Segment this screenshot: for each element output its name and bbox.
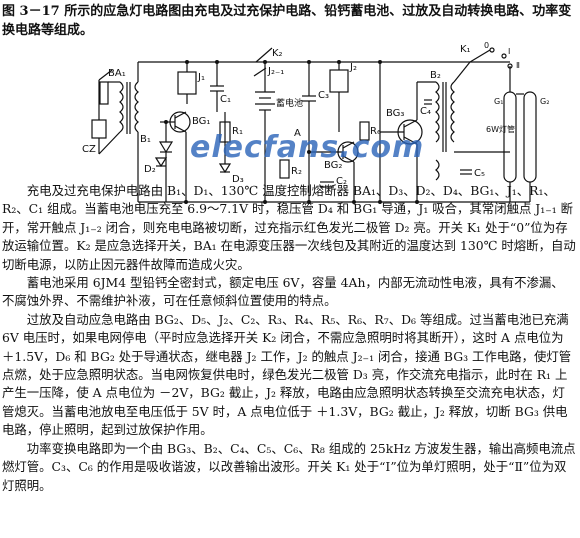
label-j2-1: J₂₋₁ (267, 66, 284, 77)
label-k1-pos1: Ⅰ (508, 47, 510, 56)
label-c1: C₁ (220, 94, 231, 105)
label-g2: G₂ (540, 97, 549, 106)
relay-contact-j2-1 (253, 67, 267, 77)
label-g1: G₁ (494, 97, 503, 106)
label-k1-pos2: Ⅱ (516, 61, 520, 70)
label-c5: C₅ (474, 168, 485, 179)
label-j1: J₁ (197, 72, 205, 83)
label-a-point: A (294, 128, 301, 139)
label-k1-pos0: 0 (484, 42, 489, 50)
paragraph-charging: 充电及过充电保护电路由 B₁、D₁、130℃ 温度控制熔断器 BA₁、D₃、D₂… (2, 183, 576, 272)
label-k2: K₂ (272, 48, 283, 59)
label-d2: D₂ (144, 164, 156, 175)
label-j2: J₂ (349, 62, 357, 73)
label-cz: CZ (82, 144, 96, 155)
label-c3: C₃ (318, 90, 329, 101)
body-text: 充电及过充电保护电路由 B₁、D₁、130℃ 温度控制熔断器 BA₁、D₃、D₂… (2, 182, 576, 495)
led-d3-symbol (218, 163, 232, 174)
switch-k1-symbol (469, 49, 491, 63)
circuit-diagram: BA₁ CZ B₁ J₁ R₁ C₁ BG₁ D₂ D₃ K₂ J₂₋₁ 蓄电池… (82, 42, 549, 204)
led-d2-symbol (154, 157, 168, 168)
label-r2: R₂ (291, 166, 302, 177)
label-battery: 蓄电池 (276, 97, 303, 109)
paragraph-power-conversion: 功率变换电路即为一个由 BG₃、B₂、C₄、C₅、C₆、R₈ 组成的 25kHz… (2, 440, 576, 493)
paragraph-overdischarge: 过放及自动应急电路由 BG₂、D₅、J₂、C₂、R₃、R₄、R₅、R₆、R₇、D… (2, 311, 572, 438)
label-bg2: BG₂ (324, 160, 342, 171)
label-lamp: 6W灯管 (486, 124, 515, 134)
resistor-r1-symbol (219, 121, 231, 143)
lamp-tube-g2 (523, 91, 537, 183)
resistor-r2-symbol (279, 159, 290, 179)
plug-cz-symbol (91, 119, 107, 139)
switch-k2-symbol (255, 47, 273, 63)
transformer-b2-secondary (450, 81, 455, 143)
watermark-logo: elecfans.com (190, 130, 425, 165)
zener-d4-symbol (158, 141, 174, 154)
label-c4: C₄ (420, 106, 431, 117)
paragraph-battery: 蓄电池采用 6JM4 型铅钙全密封式，额定电压 6V，容量 4Ah，内部无流动性… (2, 275, 564, 309)
lamp-tube-g1 (503, 91, 517, 183)
resistor-r6-symbol (359, 121, 370, 141)
relay-j2-coil (329, 69, 349, 93)
transformer-b1-secondary (134, 81, 139, 133)
transformer-b2-primary (435, 81, 440, 143)
label-d3: D₃ (232, 174, 244, 185)
intro-paragraph: 图 3－17 所示的应急灯电路图由充电及过充保护电路、铅钙蓄电池、过放及自动转换… (2, 4, 572, 38)
label-c2: C₂ (336, 176, 347, 187)
label-k1: K₁ (460, 44, 471, 55)
relay-j1-coil (177, 71, 197, 95)
label-b1: B₁ (140, 134, 151, 145)
label-r6: R₆ (370, 126, 381, 137)
label-bg1: BG₁ (192, 116, 210, 127)
fuse-ba1-symbol (99, 81, 109, 105)
label-b2: B₂ (430, 70, 441, 81)
label-bg3: BG₃ (386, 108, 404, 119)
transformer-b1-primary (119, 81, 124, 133)
label-r1: R₁ (232, 126, 243, 137)
label-ba1: BA₁ (108, 68, 126, 79)
